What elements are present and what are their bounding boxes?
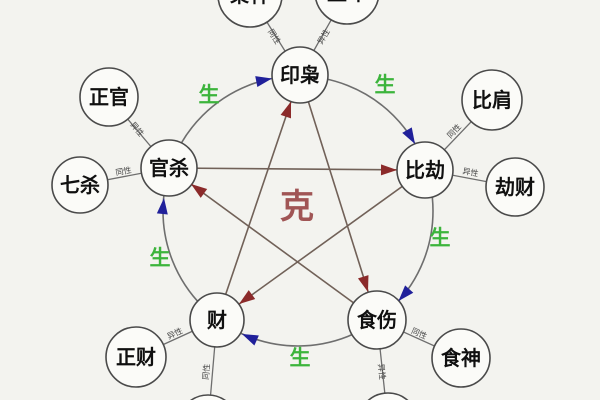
node-circle-xiaoshen (217, 0, 283, 28)
polarity-piancai: 同性 (200, 363, 211, 380)
polarity-jiecai: 异性 (462, 166, 480, 179)
node-circle-shishen (431, 328, 491, 388)
generate-labels: 生 生 生 生 生 (150, 73, 451, 370)
polarity-qisha: 同性 (115, 165, 133, 178)
node-label-shishang: 食伤 (357, 308, 397, 332)
nodes (51, 0, 545, 400)
node-label-bijian: 比肩 (472, 88, 512, 112)
node-label-shishen: 食神 (441, 346, 481, 370)
node-label-zhengyin: 正印 (327, 0, 367, 5)
node-circle-yinxiao (271, 46, 329, 104)
generate-arrow-shishang-cai (242, 334, 259, 346)
node-label-zhengguan: 正官 (89, 85, 129, 109)
node-circle-bijian (461, 69, 523, 131)
generate-arrow-guansha-yinxiao (255, 76, 272, 87)
generate-arrows (156, 76, 415, 346)
node-label-zhengcai: 正财 (116, 345, 156, 369)
overcome-arrow-yinxiao-shishang (357, 275, 369, 292)
overcome-arrows (191, 101, 397, 304)
polarity-zhengyin: 异性 (315, 27, 332, 46)
generate-arrow-yinxiao-bijie (402, 127, 415, 144)
node-labels: 枭神 正印 比肩 劫财 食神 伤官 正财 偏财 正官 七杀 印枭 比劫 食伤 财… (60, 0, 535, 370)
node-circle-zhengcai (105, 326, 167, 388)
node-label-yinxiao: 印枭 (280, 63, 320, 87)
generate-arrow-bijie-shishang (398, 285, 414, 301)
node-circle-shishang (347, 290, 407, 350)
node-circle-shangguan (367, 392, 409, 400)
node-circle-zhengguan (79, 67, 139, 127)
generate-label-shishang-cai: 生 (290, 346, 311, 370)
overcome-arrow-guansha-bijie (380, 164, 397, 176)
node-circle-zhengyin (315, 0, 379, 25)
generate-label-guansha-yinxiao: 生 (199, 83, 220, 107)
polarity-shangguan: 异性 (376, 363, 388, 380)
node-label-qisha: 七杀 (60, 173, 100, 197)
node-label-cai: 财 (207, 308, 227, 332)
node-circle-guansha (140, 139, 198, 197)
node-label-jiecai: 劫财 (495, 175, 535, 199)
node-label-guansha: 官杀 (149, 156, 189, 180)
node-circle-qisha (51, 156, 109, 214)
node-circle-piancai (190, 394, 226, 400)
generate-label-bijie-shishang: 生 (430, 226, 451, 250)
overcome-arrow-cai-yinxiao (280, 101, 291, 119)
generate-label-yinxiao-bijie: 生 (375, 73, 396, 97)
polarity-bijian: 同性 (445, 122, 463, 140)
generate-label-cai-guansha: 生 (150, 246, 171, 270)
overcome-arrow-shishang-guansha (191, 184, 208, 198)
overcome-center-label: 克 (280, 187, 314, 227)
node-circle-jiecai (485, 157, 545, 217)
node-label-bijie: 比劫 (405, 158, 445, 182)
node-label-xiaoshen: 枭神 (230, 0, 270, 7)
node-circle-cai (189, 292, 245, 348)
overcome-arrow-bijie-cai (239, 290, 256, 304)
generate-arrow-cai-guansha (156, 198, 168, 215)
